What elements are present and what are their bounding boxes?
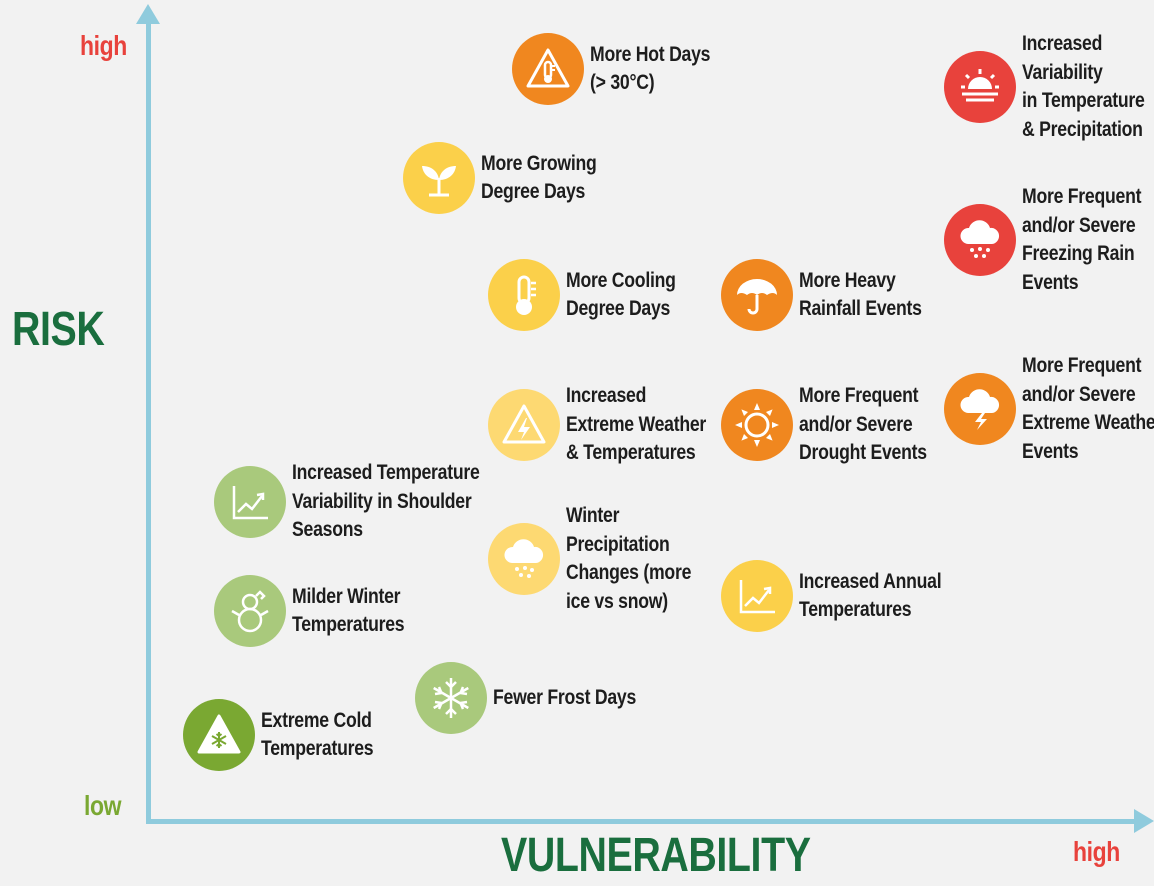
- snowman-icon: [214, 575, 286, 647]
- risk-item-label: More Hot Days(> 30°C): [590, 42, 711, 95]
- y-axis-title: RISK: [12, 303, 105, 356]
- thermometer-warning-icon: [512, 33, 584, 105]
- trend-chart-icon: [214, 465, 286, 538]
- snowflake-warning-icon: [183, 699, 255, 771]
- x-axis-arrow: [1134, 809, 1154, 833]
- axis-low-label: low: [84, 790, 122, 821]
- x-axis-line: [146, 819, 1138, 824]
- sunset-icon: [944, 51, 1016, 123]
- storm-cloud-icon: [944, 373, 1016, 445]
- umbrella-icon: [721, 259, 793, 331]
- y-axis-high-label: high: [80, 30, 127, 61]
- snowflake-icon: [415, 662, 487, 734]
- thermometer-icon: [488, 259, 560, 331]
- sun-icon: [721, 388, 793, 461]
- y-axis-line: [146, 20, 151, 824]
- trend-chart-icon: [721, 560, 793, 632]
- y-axis-arrow: [136, 4, 160, 24]
- freezing-rain-icon: [944, 204, 1016, 276]
- risk-item-fewer-frost-days: Fewer Frost Days: [415, 662, 663, 734]
- x-axis-title: VULNERABILITY: [501, 829, 811, 882]
- lightning-warning-icon: [488, 388, 560, 461]
- sprout-icon: [403, 142, 475, 214]
- snow-cloud-icon: [488, 523, 560, 595]
- x-axis-high-label: high: [1073, 836, 1120, 867]
- risk-item-more-hot-days: More Hot Days(> 30°C): [512, 33, 733, 105]
- risk-item-label: Fewer Frost Days: [493, 685, 637, 709]
